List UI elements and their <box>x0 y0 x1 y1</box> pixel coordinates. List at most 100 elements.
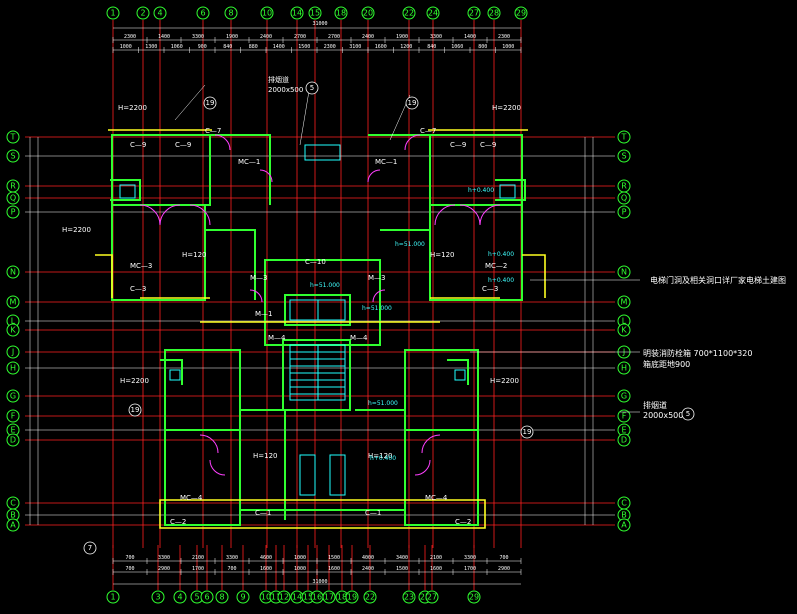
dimension-value: 1900 <box>226 34 238 40</box>
dimension-value: 2900 <box>498 566 510 572</box>
dimension-value: 1600 <box>430 566 442 572</box>
axis-bubble-side <box>6 433 20 447</box>
axis-bubble-top <box>106 6 120 20</box>
room-mc4-left: MC—4 <box>180 494 203 502</box>
axis-bubble-side <box>6 265 20 279</box>
callout-left-lower-ref: 19 <box>131 406 140 414</box>
axis-bubble-side <box>617 191 631 205</box>
door-swings <box>139 134 501 476</box>
room-mc2-right: MC—2 <box>485 262 507 270</box>
axis-label-side: M <box>621 298 628 307</box>
axis-label-top: 2 <box>140 9 145 18</box>
axis-label-top: 15 <box>310 9 320 18</box>
axis-bubble-side <box>617 149 631 163</box>
axis-bubble-side <box>6 323 20 337</box>
axis-label-bottom: 3 <box>155 593 160 602</box>
axis-bubble-side <box>617 295 631 309</box>
axis-bubble-side <box>6 295 20 309</box>
dimension-value: 1600 <box>375 44 387 50</box>
axis-bubble-bottom <box>402 590 416 604</box>
axis-bubble-bottom <box>151 590 165 604</box>
axis-label-top: 27 <box>469 9 479 18</box>
axis-bubble-top <box>514 6 528 20</box>
dimension-value: 2300 <box>324 44 336 50</box>
axis-label-side: E <box>621 426 626 435</box>
room-m1: M—1 <box>255 310 273 318</box>
axis-label-bottom: 14 <box>292 593 302 602</box>
elev-c: h=51.000 <box>362 305 392 312</box>
room-labels: C—9 C—9 C—7 MC—1 C—9 C—9 C—7 MC—1 MC—3 M… <box>130 127 507 526</box>
callout-left-lower-bubble <box>128 403 142 417</box>
dimension-value: 1500 <box>328 555 340 561</box>
dimension-value: 3400 <box>396 555 408 561</box>
axis-label-bottom: 9 <box>240 593 245 602</box>
axis-label-side: T <box>621 133 627 142</box>
dimension-value: 1000 <box>294 555 306 561</box>
room-mc3-left: MC—3 <box>130 262 152 270</box>
room-c3-left: C—3 <box>130 285 146 293</box>
axis-label-bottom: 29 <box>469 593 479 602</box>
elev-b: h=51.000 <box>310 282 340 289</box>
axis-bubble-bottom <box>345 590 359 604</box>
callout-top-center-label: 排烟道 <box>268 75 289 84</box>
axis-bubble-top <box>136 6 150 20</box>
dimension-value: 2900 <box>158 566 170 572</box>
height-h120-b: H=120 <box>430 251 455 259</box>
axis-bubble-side <box>6 205 20 219</box>
axis-grid <box>25 20 615 590</box>
axis-bubble-bottom <box>173 590 187 604</box>
axis-label-bottom: 19 <box>347 593 357 602</box>
note-vent-size: 2000x500 <box>643 411 683 420</box>
axis-label-side: R <box>621 182 627 191</box>
dimension-value: 3300 <box>158 555 170 561</box>
dimension-value: 1300 <box>145 44 157 50</box>
axis-bubble-side <box>6 361 20 375</box>
dimension-value: 900 <box>198 44 207 50</box>
axis-bubble-side <box>6 389 20 403</box>
axis-label-bottom: 17 <box>324 593 334 602</box>
height-h2200-b: H=2200 <box>492 104 521 112</box>
axis-bubble-side <box>617 205 631 219</box>
room-c7-left: C—7 <box>205 127 221 135</box>
height-h120-a: H=120 <box>182 251 207 259</box>
axis-label-side: S <box>10 152 15 161</box>
axis-bubble-bottom <box>322 590 336 604</box>
axis-label-top: 18 <box>336 9 346 18</box>
notes: 电梯门洞及相关洞口详厂家电梯土建图 明装消防栓箱 700*1100*320 箱底… <box>643 275 786 421</box>
dimension-value: 3300 <box>464 555 476 561</box>
axis-label-side: F <box>622 412 627 421</box>
dimension-value: 840 <box>223 44 232 50</box>
elev-g: h+0.400 <box>488 277 514 284</box>
axis-bubble-side <box>617 389 631 403</box>
dimension-value: 3300 <box>430 34 442 40</box>
height-h2200-a: H=2200 <box>118 104 147 112</box>
dimension-value: 1700 <box>464 566 476 572</box>
axis-bubble-side <box>6 409 20 423</box>
axis-label-side: D <box>621 436 627 445</box>
room-c1-right: C—1 <box>365 509 381 517</box>
axis-bubble-bottom <box>277 590 291 604</box>
callout-top-center-size: 2000x500 <box>268 86 303 94</box>
axis-label-top: 10 <box>262 9 272 18</box>
axis-label-side: J <box>11 348 14 357</box>
dimension-value: 700 <box>125 555 134 561</box>
axis-label-bottom: 27 <box>427 593 437 602</box>
dimension-value: 2400 <box>362 566 374 572</box>
axis-label-side: T <box>10 133 16 142</box>
axis-bubble-side <box>6 345 20 359</box>
axis-label-side: B <box>10 511 16 520</box>
elevation-labels: h=51.000 h=51.000 h=51.000 h=51.000 h+0.… <box>310 187 514 462</box>
room-c2-left: C—2 <box>170 518 186 526</box>
room-c2-right: C—2 <box>455 518 471 526</box>
axis-label-top: 20 <box>363 9 373 18</box>
room-m4-left: M—4 <box>268 334 286 342</box>
axis-label-side: D <box>10 436 16 445</box>
dimension-value: 1600 <box>328 566 340 572</box>
callout-top-left-ref: 19 <box>206 99 215 107</box>
axis-label-top: 6 <box>200 9 205 18</box>
dimension-value: 3100 <box>349 44 361 50</box>
axis-label-side: Q <box>10 194 16 203</box>
axis-label-side: M <box>10 298 17 307</box>
